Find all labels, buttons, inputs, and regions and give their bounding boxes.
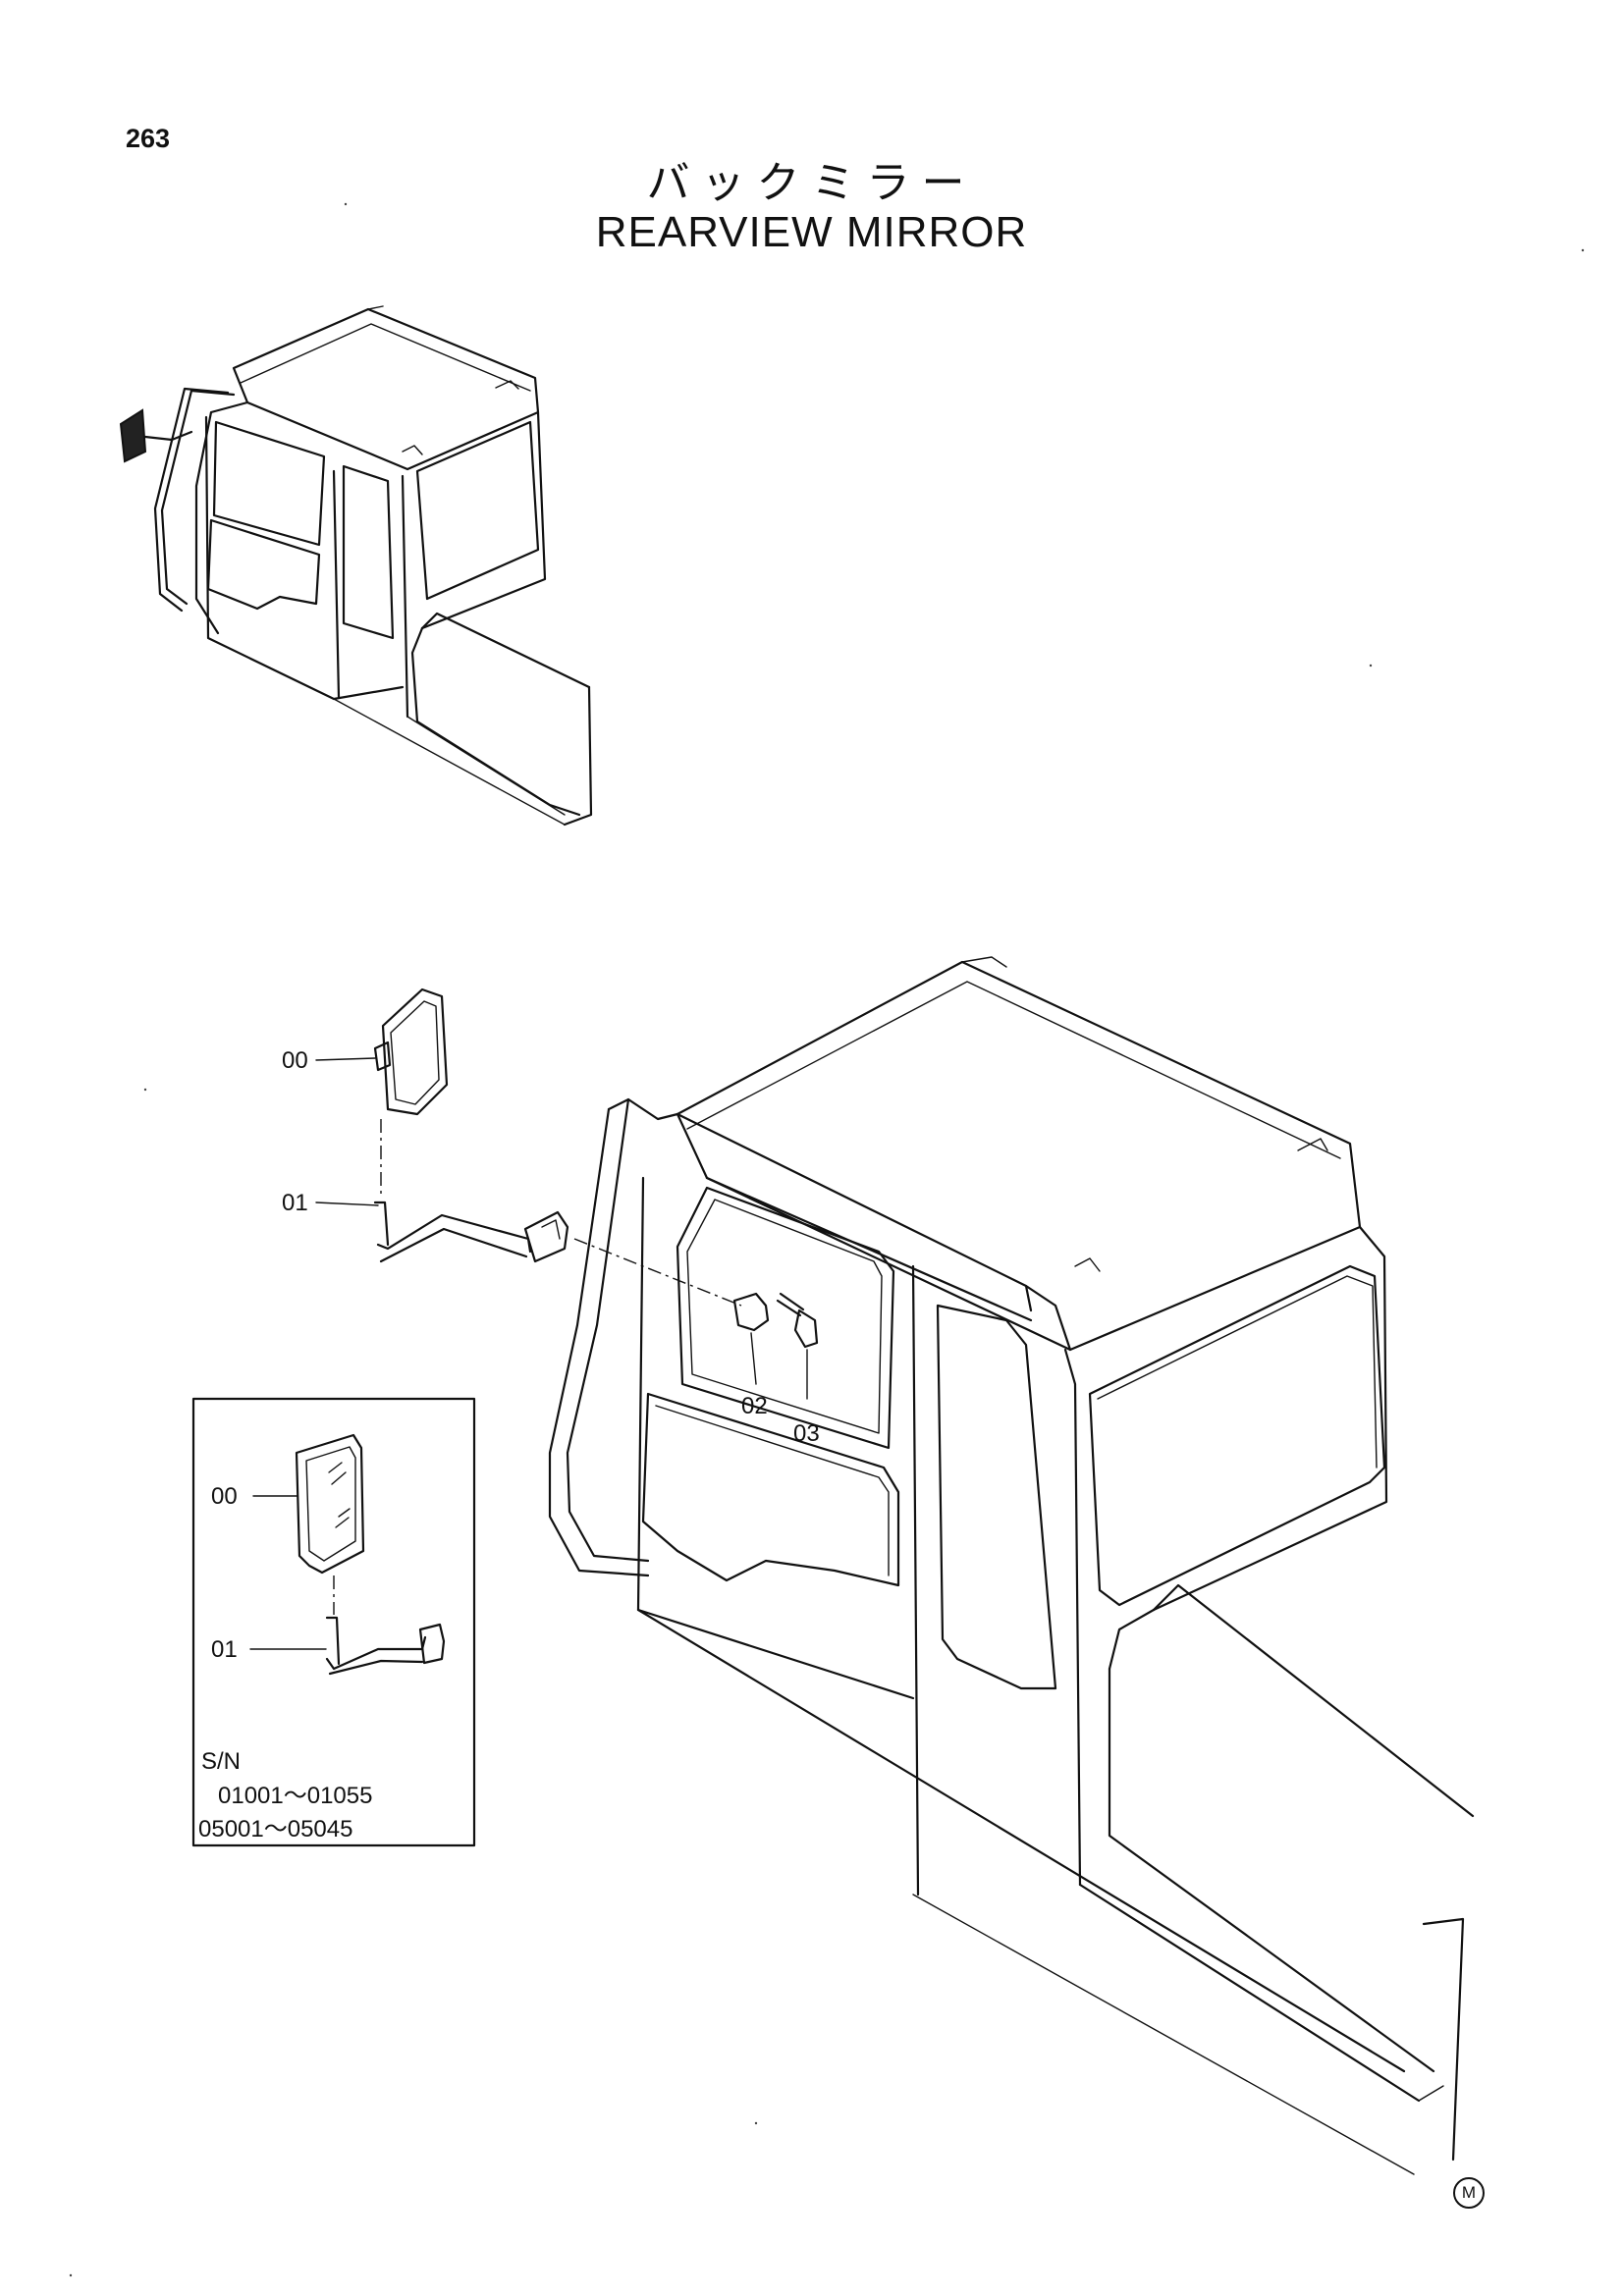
callout-stay: 01 xyxy=(282,1190,308,1216)
inset-sn-range-1: 01001～01055 xyxy=(218,1783,372,1809)
page-number: 263 xyxy=(126,124,171,153)
callout-bracket: 02 xyxy=(741,1393,768,1419)
mirror-assembly xyxy=(315,988,819,1400)
overview-cab xyxy=(119,305,593,827)
inset-box xyxy=(191,1397,476,1847)
inset-sn-range-2: 05001～05045 xyxy=(198,1816,352,1842)
page-title: REARVIEW MIRROR xyxy=(595,208,1028,256)
inset-callout-mirror: 00 xyxy=(211,1483,238,1510)
manufacturer-mark: M xyxy=(1453,2177,1485,2209)
inset-callout-stay: 01 xyxy=(211,1636,238,1663)
callout-mirror: 00 xyxy=(282,1047,308,1074)
main-cab xyxy=(548,956,1475,2175)
page-title-japanese: バックミラー xyxy=(646,158,977,208)
callout-bolt: 03 xyxy=(793,1420,820,1447)
inset-sn-label: S/N xyxy=(201,1748,241,1775)
